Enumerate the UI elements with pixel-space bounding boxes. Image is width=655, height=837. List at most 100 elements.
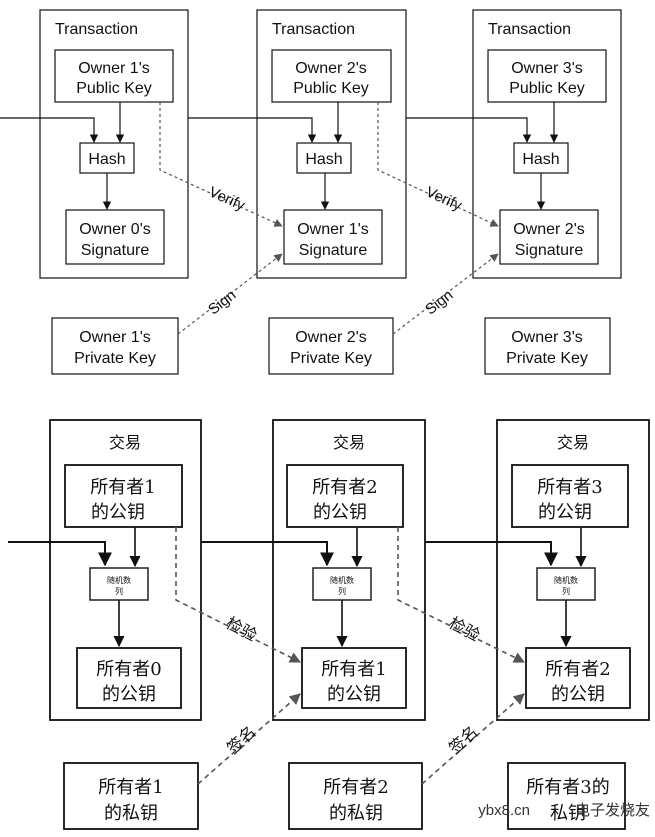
hash-line1-zh-1: 随机数 xyxy=(107,575,131,585)
private-key-line2-en-2: Private Key xyxy=(290,350,372,367)
public-key-line2-en-1: Public Key xyxy=(76,80,152,97)
public-key-box-en-3 xyxy=(487,49,607,103)
public-key-line1-zh-2: 所有者2 xyxy=(312,477,377,498)
sign-line-en-2 xyxy=(392,253,499,335)
transaction-box-en-2 xyxy=(256,9,407,279)
verify-label-en-2: Verify xyxy=(423,183,465,214)
sign-label-zh-1: 签名 xyxy=(223,722,260,758)
signature-line1-zh-1: 所有者0 xyxy=(96,659,161,680)
transaction-box-zh-2 xyxy=(272,419,426,721)
watermark-site: ybx8.cn xyxy=(478,802,530,819)
private-key-line1-en-3: Owner 3's xyxy=(511,329,583,346)
verify-label-zh-2: 检验 xyxy=(446,613,483,645)
chinese-dashed-links xyxy=(175,527,526,785)
public-key-box-zh-1 xyxy=(64,464,183,528)
private-key-line1-en-2: Owner 2's xyxy=(295,329,367,346)
verify-line-en-2 xyxy=(377,102,499,227)
verify-label-zh-1: 检验 xyxy=(223,613,260,645)
signature-line2-zh-1: 的公钥 xyxy=(102,684,156,705)
watermark: ybx8.cn 电子发烧友 xyxy=(478,802,650,819)
public-key-line1-zh-1: 所有者1 xyxy=(90,477,155,498)
signature-line1-en-2: Owner 1's xyxy=(297,221,369,238)
transaction-title-en-3: Transaction xyxy=(488,21,571,38)
chain-line-en-2 xyxy=(188,117,317,143)
signature-line2-zh-3: 的公钥 xyxy=(551,684,605,705)
hash-line2-zh-3: 列 xyxy=(562,586,570,596)
signature-box-zh-2 xyxy=(301,647,407,709)
hash-label-en-1: Hash xyxy=(88,151,125,168)
signature-line2-zh-2: 的公钥 xyxy=(327,684,381,705)
transaction-box-en-1 xyxy=(39,9,189,279)
transaction-box-zh-3 xyxy=(496,419,650,721)
public-key-box-en-2 xyxy=(271,49,392,103)
public-key-line2-zh-1: 的公钥 xyxy=(91,502,145,523)
sign-line-zh-2 xyxy=(421,693,525,785)
public-key-box-en-1 xyxy=(54,49,174,103)
sign-line-en-1 xyxy=(177,253,283,335)
private-key-line1-zh-1: 所有者1 xyxy=(98,777,163,798)
public-key-line1-en-3: Owner 3's xyxy=(511,60,583,77)
chinese-diagram xyxy=(8,419,650,830)
verify-line-zh-1 xyxy=(175,527,302,663)
private-key-box-zh-3 xyxy=(507,762,626,830)
private-key-box-en-1 xyxy=(51,317,179,375)
signature-line1-zh-2: 所有者1 xyxy=(321,659,386,680)
signature-box-zh-1 xyxy=(76,647,182,709)
hash-line2-zh-1: 列 xyxy=(115,586,123,596)
transaction-title-en-2: Transaction xyxy=(272,21,355,38)
hash-line1-zh-2: 随机数 xyxy=(330,575,354,585)
transaction-box-zh-1 xyxy=(49,419,202,721)
chinese-text: 交易 交易 交易 所有者1 的公钥 所有者2 的公钥 所有者3 的公钥 随机数 … xyxy=(90,433,610,824)
public-key-line1-en-2: Owner 2's xyxy=(295,60,367,77)
hash-label-en-2: Hash xyxy=(305,151,342,168)
english-text: Transaction Transaction Transaction Owne… xyxy=(55,21,588,367)
signature-line2-en-2: Signature xyxy=(299,242,368,259)
private-key-line2-zh-2: 的私钥 xyxy=(329,803,383,824)
signature-line2-en-1: Signature xyxy=(81,242,150,259)
chain-line-zh-3 xyxy=(425,541,558,567)
public-key-box-zh-3 xyxy=(511,464,629,528)
signature-box-en-2 xyxy=(283,209,383,265)
private-key-line2-en-1: Private Key xyxy=(74,350,156,367)
public-key-line2-en-2: Public Key xyxy=(293,80,369,97)
public-key-box-zh-2 xyxy=(286,464,404,528)
public-key-line2-zh-2: 的公钥 xyxy=(313,502,367,523)
private-key-line2-en-3: Private Key xyxy=(506,350,588,367)
signature-line2-en-3: Signature xyxy=(515,242,584,259)
sign-label-en-1: Sign xyxy=(205,287,239,319)
signature-box-en-3 xyxy=(499,209,599,265)
private-key-line1-zh-2: 所有者2 xyxy=(323,777,388,798)
signature-box-en-1 xyxy=(65,209,165,265)
sign-label-en-2: Sign xyxy=(422,287,456,319)
public-key-line2-en-3: Public Key xyxy=(509,80,585,97)
public-key-line1-en-1: Owner 1's xyxy=(78,60,150,77)
english-diagram xyxy=(0,9,622,375)
public-key-line2-zh-3: 的公钥 xyxy=(538,502,592,523)
hash-line1-zh-3: 随机数 xyxy=(554,575,578,585)
chain-line-zh-1 xyxy=(8,541,112,567)
private-key-line2-zh-1: 的私钥 xyxy=(104,803,158,824)
private-key-box-zh-2 xyxy=(288,762,423,830)
signature-line1-en-1: Owner 0's xyxy=(79,221,151,238)
private-key-line1-en-1: Owner 1's xyxy=(79,329,151,346)
transaction-box-en-3 xyxy=(472,9,622,279)
signature-line1-en-3: Owner 2's xyxy=(513,221,585,238)
chain-line-en-3 xyxy=(406,117,532,143)
private-key-line2-zh-3: 私钥 xyxy=(550,803,586,824)
transaction-title-en-1: Transaction xyxy=(55,21,138,38)
transaction-title-zh-1: 交易 xyxy=(109,433,141,452)
sign-label-zh-2: 签名 xyxy=(445,722,482,758)
hash-label-en-3: Hash xyxy=(522,151,559,168)
private-key-box-zh-1 xyxy=(63,762,199,830)
hash-line2-zh-2: 列 xyxy=(338,586,346,596)
transaction-title-zh-3: 交易 xyxy=(557,433,589,452)
private-key-box-en-2 xyxy=(268,317,394,375)
public-key-line1-zh-3: 所有者3 xyxy=(537,477,602,498)
chain-line-en-1 xyxy=(0,117,99,143)
hash-box-en-2 xyxy=(296,142,352,174)
sign-line-zh-1 xyxy=(197,693,301,785)
signature-box-zh-3 xyxy=(525,647,631,709)
chain-line-zh-2 xyxy=(201,541,334,567)
